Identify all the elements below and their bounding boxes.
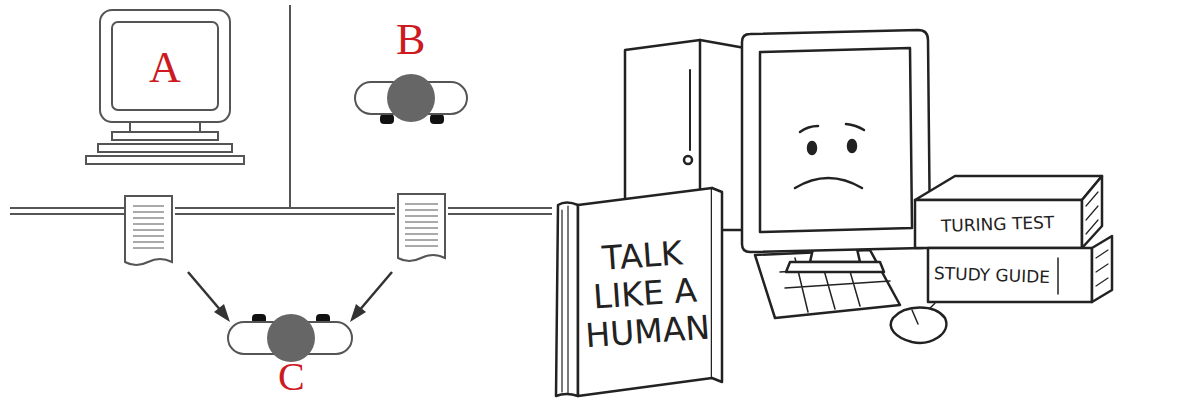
person-b: [355, 74, 467, 124]
person-label: B: [396, 18, 425, 62]
computer-label: A: [149, 46, 181, 90]
book-title: STUDY GUIDE: [934, 264, 1051, 287]
cartoon-computer: [556, 30, 1112, 396]
judge-label: C: [278, 357, 305, 397]
book-title: TALK LIKE A HUMAN: [577, 233, 713, 355]
person-c: [228, 314, 352, 362]
turing-setup: [10, 5, 552, 265]
book-title: TURING TEST: [941, 213, 1055, 236]
